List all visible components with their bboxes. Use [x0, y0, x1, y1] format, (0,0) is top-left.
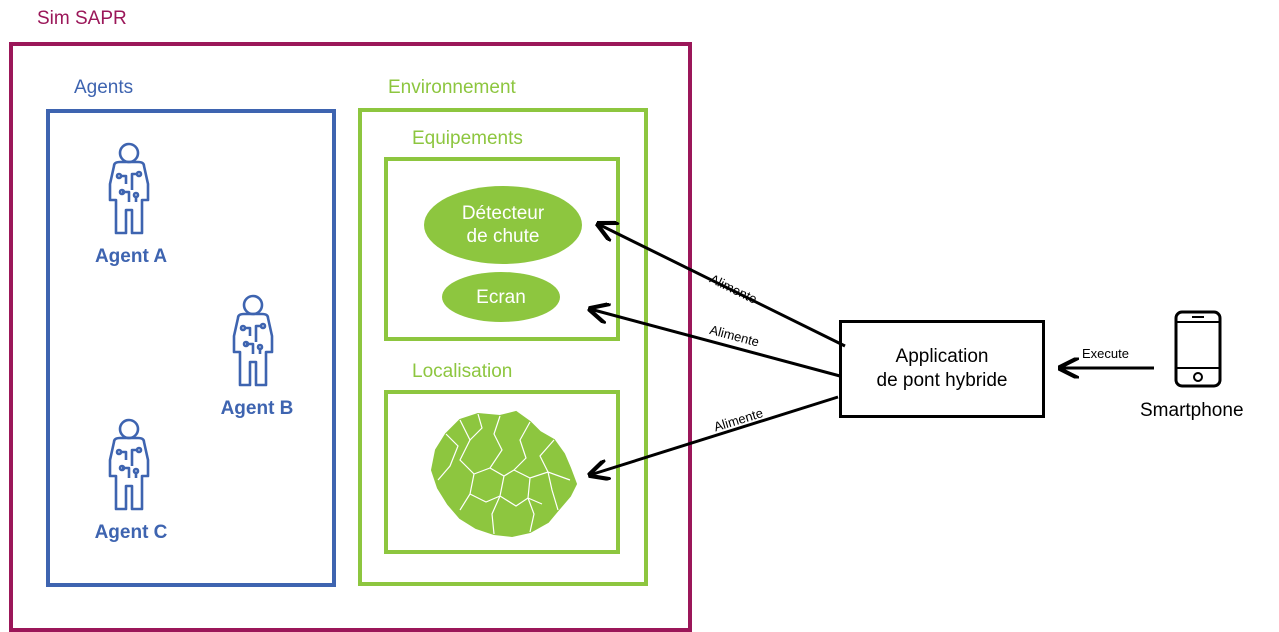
arrow-app-to-localisation	[590, 395, 839, 475]
arrows-layer	[0, 0, 1154, 619]
agent-c-icon	[108, 418, 150, 511]
agent-b-icon	[232, 294, 274, 387]
hybrid-bridge-app-node: Application de pont hybride	[839, 320, 1045, 418]
agents-container	[46, 109, 336, 587]
environment-container	[358, 108, 648, 586]
fall-detector-label: Détecteur de chute	[461, 203, 545, 247]
agent-c-label: Agent C	[94, 522, 168, 543]
reunion-island-map	[430, 410, 578, 538]
agent-b-label: Agent B	[220, 398, 294, 419]
hybrid-bridge-app-label: Application de pont hybride	[876, 346, 1008, 391]
localisation-title: Localisation	[412, 361, 513, 382]
sim-sapr-title: Sim SAPR	[37, 8, 127, 29]
equipements-title: Equipements	[412, 128, 523, 149]
arrow-app-to-detector	[598, 224, 846, 348]
arrow-app-to-screen	[590, 309, 841, 378]
screen-node: Ecran	[442, 272, 560, 322]
environment-title: Environnement	[388, 77, 516, 98]
localisation-container	[384, 390, 620, 554]
edge-label-executes: Execute	[1082, 346, 1129, 361]
smartphone-icon	[1174, 310, 1222, 388]
screen-label: Ecran	[476, 286, 526, 308]
agent-a-icon	[108, 142, 150, 235]
agents-title: Agents	[74, 77, 134, 98]
smartphone-label: Smartphone	[1140, 400, 1244, 421]
fall-detector-node: Détecteur de chute	[424, 186, 582, 264]
equipements-container	[384, 157, 620, 341]
agent-a-label: Agent A	[94, 246, 168, 267]
